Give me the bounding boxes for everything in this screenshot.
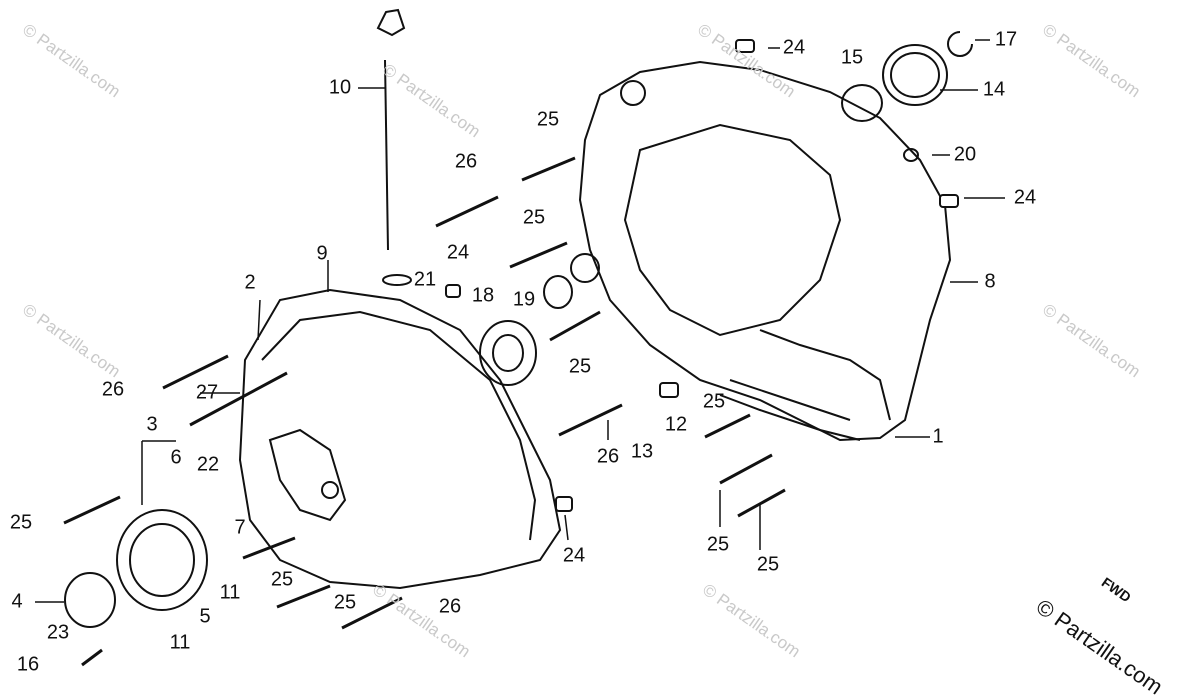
callout-26: 26 bbox=[454, 150, 478, 173]
callout-25: 25 bbox=[568, 355, 592, 378]
callout-25: 25 bbox=[522, 206, 546, 229]
callout-1: 1 bbox=[932, 425, 944, 448]
callout-7: 7 bbox=[234, 516, 246, 539]
callout-19: 19 bbox=[512, 288, 536, 311]
callout-26: 26 bbox=[101, 378, 125, 401]
callout-9: 9 bbox=[316, 242, 328, 265]
callout-5: 5 bbox=[199, 605, 211, 628]
callout-24: 24 bbox=[446, 241, 470, 264]
callout-6: 6 bbox=[170, 446, 182, 469]
dipstick bbox=[376, 8, 406, 37]
callout-3: 3 bbox=[146, 413, 158, 436]
callout-4: 4 bbox=[11, 590, 23, 613]
plate-14 bbox=[882, 44, 948, 106]
callout-25: 25 bbox=[756, 553, 780, 576]
callout-26: 26 bbox=[596, 445, 620, 468]
bearing-18 bbox=[479, 320, 537, 386]
fwd-arrow-label: FWD bbox=[1098, 574, 1135, 606]
right-crankcase-cover bbox=[578, 60, 952, 442]
callout-10: 10 bbox=[328, 76, 352, 99]
callout-2: 2 bbox=[244, 271, 256, 294]
callout-25: 25 bbox=[706, 533, 730, 556]
oring-20 bbox=[903, 148, 919, 162]
callout-21: 21 bbox=[413, 268, 437, 291]
callout-25: 25 bbox=[9, 511, 33, 534]
callout-25: 25 bbox=[333, 591, 357, 614]
callout-17: 17 bbox=[994, 28, 1018, 51]
callout-16: 16 bbox=[16, 653, 40, 676]
oring-21 bbox=[382, 274, 412, 286]
callout-25: 25 bbox=[536, 108, 560, 131]
bearing-19 bbox=[543, 275, 573, 309]
callout-13: 13 bbox=[630, 440, 654, 463]
callout-25: 25 bbox=[270, 568, 294, 591]
callout-24: 24 bbox=[562, 544, 586, 567]
callout-24: 24 bbox=[1013, 186, 1037, 209]
corner-branding: FWD © Partzilla.com bbox=[1032, 574, 1196, 700]
leader-lines bbox=[35, 39, 1005, 603]
callout-23: 23 bbox=[46, 621, 70, 644]
callout-11: 11 bbox=[169, 631, 191, 654]
callout-20: 20 bbox=[953, 143, 977, 166]
callout-24: 24 bbox=[782, 36, 806, 59]
clip-17 bbox=[947, 31, 973, 57]
cap bbox=[64, 572, 116, 628]
callout-8: 8 bbox=[984, 270, 996, 293]
spring-15 bbox=[841, 84, 883, 122]
bolts bbox=[63, 156, 786, 667]
callout-12: 12 bbox=[664, 413, 688, 436]
callout-14: 14 bbox=[982, 78, 1006, 101]
callout-27: 27 bbox=[195, 381, 219, 404]
dowels bbox=[445, 39, 959, 512]
callout-11: 11 bbox=[219, 581, 241, 604]
callout-26: 26 bbox=[438, 595, 462, 618]
timing-cover bbox=[116, 509, 208, 611]
callout-18: 18 bbox=[471, 284, 495, 307]
callout-25: 25 bbox=[702, 390, 726, 413]
callout-22: 22 bbox=[196, 453, 220, 476]
callout-15: 15 bbox=[840, 46, 864, 69]
